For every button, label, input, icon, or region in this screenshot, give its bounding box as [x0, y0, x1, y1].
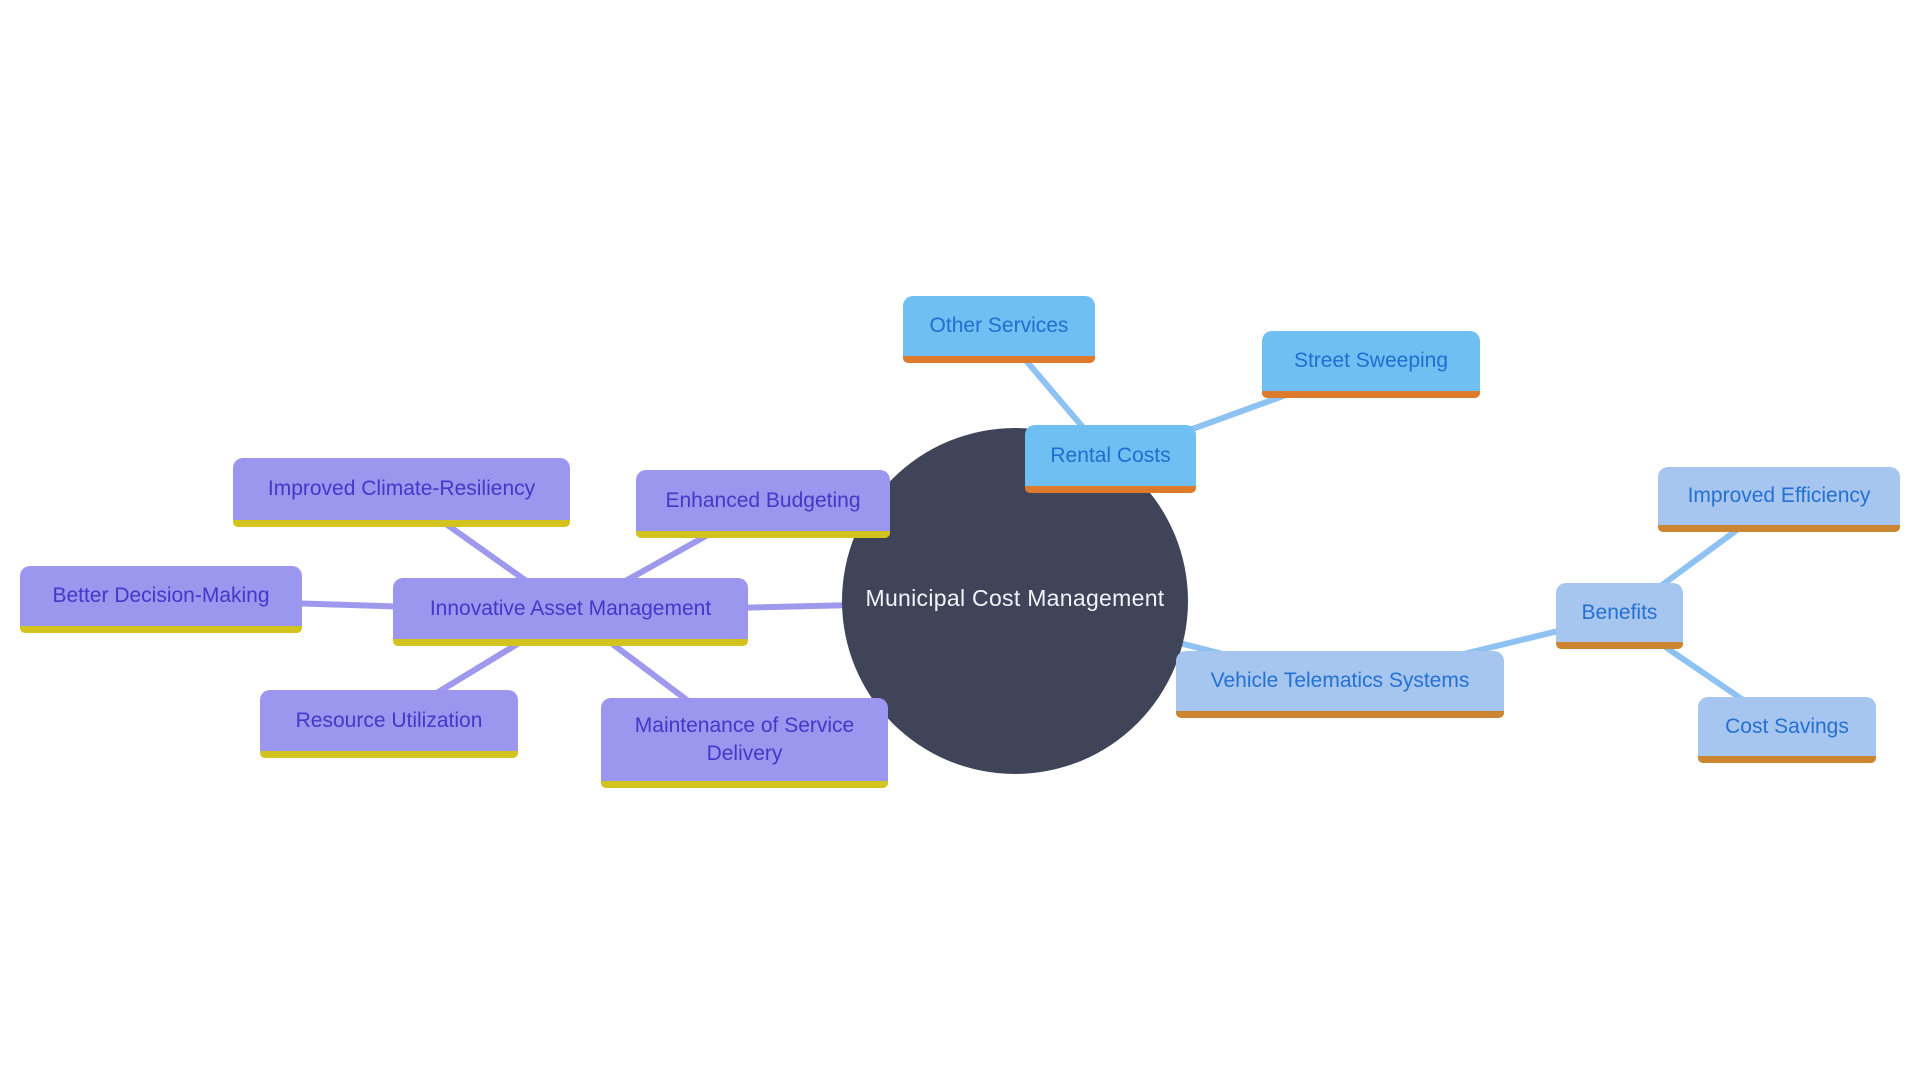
node-municipal-cost-management[interactable] [842, 428, 1188, 774]
node-label: Rental Costs [1050, 443, 1171, 467]
node-label: Maintenance of Service Delivery [634, 714, 855, 765]
node-label: Improved Climate-Resiliency [267, 477, 536, 500]
node-enhanced-budgeting[interactable]: Enhanced Budgeting [636, 470, 890, 538]
node-innovative-asset-management[interactable]: Innovative Asset Management [393, 578, 748, 646]
node-improved-efficiency[interactable]: Improved Efficiency [1658, 467, 1900, 532]
node-maintenance-of-service-delivery[interactable]: Maintenance of Service Delivery [601, 698, 888, 788]
node-improved-climate-resiliency[interactable]: Improved Climate-Resiliency [233, 458, 570, 527]
node-label: Vehicle Telematics Systems [1210, 669, 1470, 692]
node-label: Enhanced Budgeting [665, 488, 861, 512]
node-label: Innovative Asset Management [429, 596, 712, 620]
node-label: Other Services [929, 314, 1069, 337]
node-rental-costs[interactable]: Rental Costs [1025, 425, 1196, 493]
node-resource-utilization[interactable]: Resource Utilization [260, 690, 518, 758]
node-benefits[interactable]: Benefits [1556, 583, 1683, 649]
node-better-decision-making[interactable]: Better Decision-Making [20, 566, 302, 633]
center-node-label: Municipal Cost Management [865, 584, 1165, 611]
node-label: Street Sweeping [1293, 349, 1449, 372]
node-other-services[interactable]: Other Services [903, 296, 1095, 363]
node-label: Resource Utilization [295, 708, 483, 732]
node-cost-savings[interactable]: Cost Savings [1698, 697, 1876, 763]
node-label: Cost Savings [1725, 714, 1849, 738]
node-label: Benefits [1581, 600, 1658, 624]
node-label: Better Decision-Making [52, 584, 270, 607]
node-vehicle-telematics-systems[interactable]: Vehicle Telematics Systems [1176, 651, 1504, 718]
node-street-sweeping[interactable]: Street Sweeping [1262, 331, 1480, 398]
node-label: Improved Efficiency [1687, 484, 1871, 507]
